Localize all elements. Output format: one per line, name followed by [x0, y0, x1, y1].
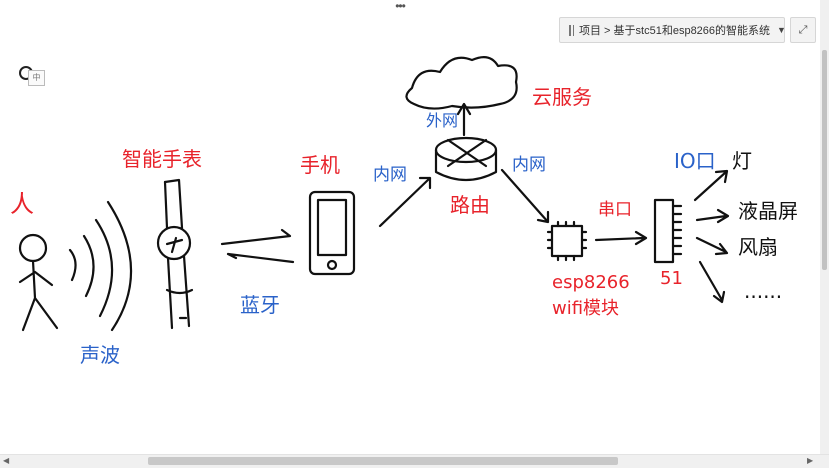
router-drawing	[434, 136, 498, 182]
sound-wave-arcs	[68, 200, 133, 332]
label-io: IO口	[674, 149, 716, 173]
label-router: 路由	[450, 193, 490, 217]
cloud-shape	[405, 55, 518, 110]
breadcrumb[interactable]: 项目 > 基于stc51和esp8266的智能系统 ▼	[559, 17, 786, 43]
vertical-scroll-thumb[interactable]	[822, 50, 827, 270]
chevron-down-icon[interactable]: ▼	[777, 25, 786, 35]
label-fan: 风扇	[738, 235, 778, 259]
label-wifi-module: wifi模块	[552, 298, 619, 319]
arrow-router-cloud	[456, 102, 472, 137]
page-icon	[569, 24, 574, 36]
arrow-phone-router	[378, 176, 432, 228]
scroll-left-icon[interactable]: ◀	[3, 456, 10, 465]
label-intranet-right: 内网	[512, 155, 546, 175]
arrow-esp-51	[594, 230, 648, 246]
bluetooth-arrows	[220, 228, 295, 264]
label-lcd: 液晶屏	[738, 199, 798, 223]
output-arrows	[693, 169, 730, 304]
label-intranet-left: 内网	[373, 165, 407, 185]
label-serial: 串口	[598, 200, 632, 220]
label-phone: 手机	[300, 153, 340, 177]
label-esp: esp8266	[552, 272, 630, 293]
label-light: 灯	[732, 149, 752, 173]
label-cloud-service: 云服务	[532, 85, 592, 109]
ime-indicator: 中	[28, 70, 45, 86]
phone-drawing	[308, 190, 356, 276]
label-more: ......	[744, 279, 782, 303]
smart-watch-drawing	[156, 178, 194, 330]
arrow-router-esp	[500, 168, 550, 224]
mcu-51-drawing	[653, 198, 683, 264]
label-bluetooth: 蓝牙	[240, 293, 280, 317]
label-smart-watch: 智能手表	[122, 147, 202, 171]
expand-icon[interactable]: ⤢	[790, 17, 816, 43]
horizontal-scroll-thumb[interactable]	[148, 457, 618, 465]
person-figure	[18, 233, 59, 332]
label-sound-wave: 声波	[80, 343, 120, 367]
esp-chip-drawing	[546, 220, 588, 262]
breadcrumb-text[interactable]: 项目 > 基于stc51和esp8266的智能系统	[579, 25, 771, 37]
label-extranet: 外网	[426, 111, 458, 130]
more-dots-icon[interactable]: •••	[395, 0, 406, 13]
label-mcu-51: 51	[660, 268, 683, 289]
label-person: 人	[10, 190, 34, 218]
scroll-right-icon[interactable]: ▶	[807, 456, 814, 465]
